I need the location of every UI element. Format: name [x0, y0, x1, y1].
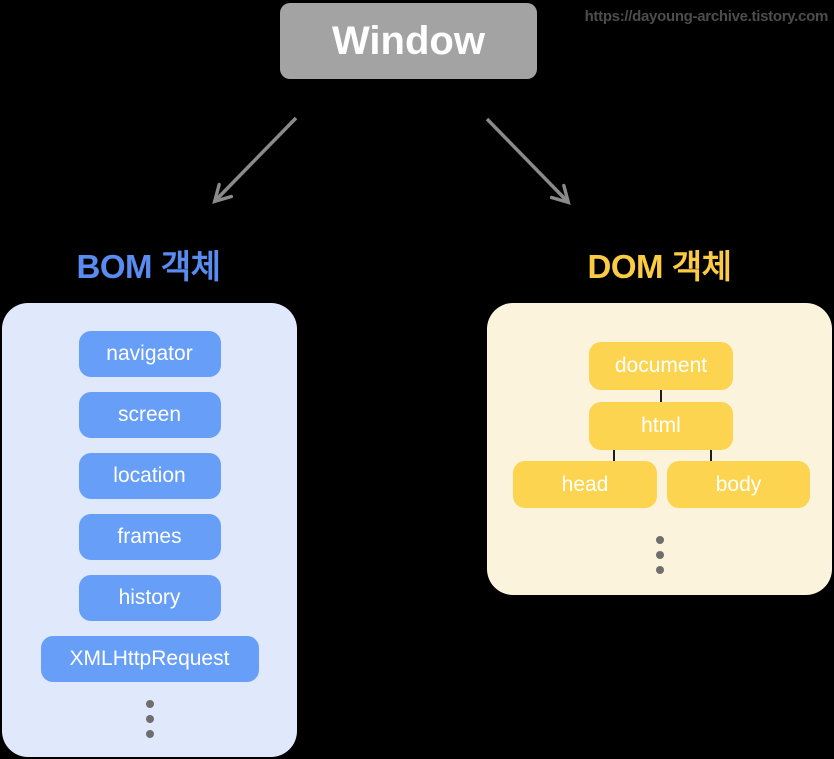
watermark-url: https://dayoung-archive.tistory.com — [584, 8, 829, 25]
dom-panel: document html head body — [487, 303, 832, 595]
arrow-to-dom — [485, 117, 571, 205]
arrow-to-bom — [212, 116, 298, 204]
bom-item-history: history — [78, 575, 221, 621]
bom-item-frames: frames — [78, 514, 221, 560]
dot — [145, 700, 154, 708]
bom-item-location: location — [78, 453, 221, 499]
window-root-label: Window — [332, 18, 485, 63]
bom-panel: navigator screen location frames history… — [2, 303, 297, 757]
dot — [655, 536, 664, 544]
connector-html-body — [710, 450, 712, 461]
dot — [655, 566, 664, 574]
bom-item-navigator: navigator — [78, 331, 221, 377]
bom-item-xmlhttprequest: XMLHttpRequest — [40, 636, 259, 682]
bom-section-title: BOM 객체 — [76, 248, 221, 285]
dom-node-body: body — [667, 461, 810, 508]
bom-item-screen: screen — [78, 392, 221, 438]
dot — [145, 730, 154, 738]
connector-document-html — [660, 390, 662, 402]
window-root-node: Window — [280, 3, 537, 79]
dom-node-head: head — [513, 461, 657, 508]
dom-node-document: document — [589, 342, 733, 390]
dom-node-html: html — [589, 402, 733, 450]
dot — [655, 551, 664, 559]
dom-section-title: DOM 객체 — [587, 248, 732, 285]
bom-ellipsis-dots — [145, 700, 154, 738]
dom-ellipsis-dots — [487, 536, 832, 574]
dot — [145, 715, 154, 723]
connector-html-head — [613, 450, 615, 461]
